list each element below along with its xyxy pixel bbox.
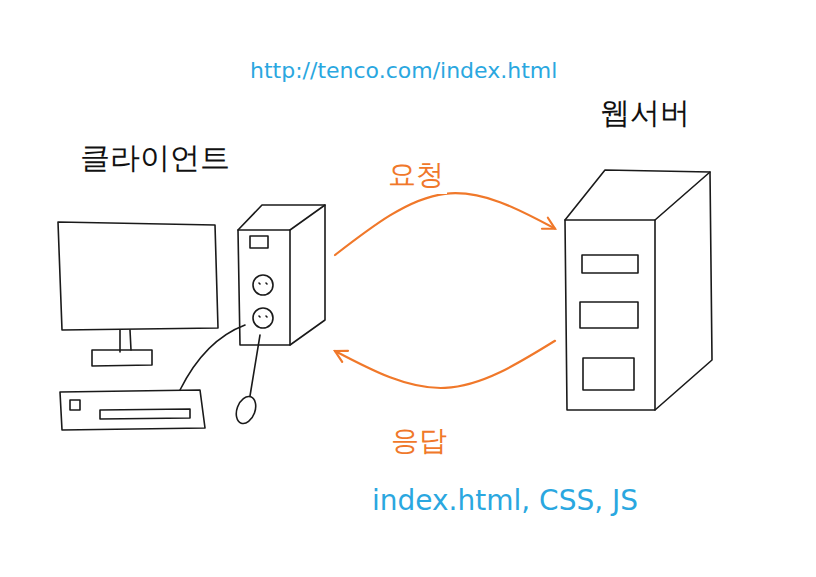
annotation-text: http://tenco.com/index.html xyxy=(250,58,557,83)
flow-curve xyxy=(335,341,555,388)
arrow-head xyxy=(335,351,348,362)
device-label: 웹서버 xyxy=(600,95,690,131)
annotation-text: index.html, CSS, JS xyxy=(372,484,638,517)
device-group: 웹서버 xyxy=(555,90,720,420)
flow-label: 응답 xyxy=(388,422,450,460)
flow-curve xyxy=(335,193,555,255)
monitor-drawing xyxy=(58,222,218,366)
flow-arrow xyxy=(335,341,555,388)
flow-arrow xyxy=(335,193,555,255)
server-drawing xyxy=(565,170,712,410)
device-group: 클라이언트 xyxy=(55,135,335,435)
keyboard-drawing xyxy=(60,390,205,430)
arrow-head xyxy=(542,218,555,229)
flow-label: 요청 xyxy=(385,156,447,194)
device-label: 클라이언트 xyxy=(80,140,230,176)
pc-tower-drawing xyxy=(180,205,325,426)
